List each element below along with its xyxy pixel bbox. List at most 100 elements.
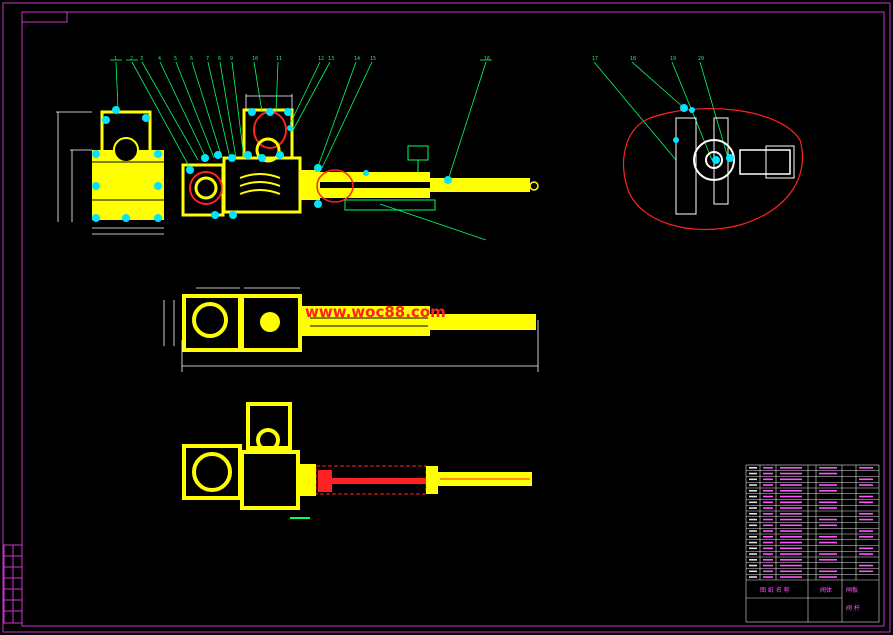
parts-list-entry-mark [763,490,773,492]
callout-number: 6 [190,56,193,62]
parts-list-entry-mark [763,547,773,550]
parts-list-entry-mark [749,536,757,538]
parts-list-entry-mark [780,564,802,567]
side-revision-table [3,544,23,624]
callout-number: 13 [328,56,334,62]
parts-list-entry-mark [749,467,757,469]
section-view [182,402,532,519]
callout-number: 11 [276,56,282,62]
parts-list-entry-mark [763,467,773,469]
parts-list-entry-mark [859,501,873,504]
parts-list-entry-mark [763,513,773,515]
parts-list-entry-mark [859,553,873,555]
top-view-stem [300,306,430,336]
parts-list-entry-mark [819,507,837,509]
parts-list-entry-mark [749,541,757,544]
parts-list-entry-mark [819,570,837,573]
parts-list-entry-mark [763,518,773,521]
parts-list-entry-mark [819,490,837,492]
callout-number: 9 [230,56,233,62]
parts-list-entry-mark [859,518,873,521]
side-view [56,106,164,235]
callout-number: 12 [318,56,324,62]
parts-list-entry-mark [780,576,802,578]
parts-list-entry-mark [859,484,873,486]
detail-view [623,104,804,231]
parts-list-entry-mark [819,536,837,538]
parts-list-entry-mark [780,559,802,561]
callout-number: 8 [218,56,221,62]
parts-list-entry-mark [780,495,802,498]
top-view: www.woc88.com [163,287,539,372]
callout-number: 17 [592,56,598,62]
parts-list-entry-mark [763,564,773,567]
top-view-dimensions [163,287,539,372]
parts-list-entry-mark [763,507,773,509]
parts-list-entry-mark [749,530,757,532]
parts-list-entry-mark [819,518,837,521]
parts-list-entry-mark [780,507,802,509]
parts-list-entry-mark [819,467,837,469]
front-view-nodes [186,108,452,219]
parts-list-entry-mark [749,576,757,578]
title-cell-1: 阀体 [820,586,832,594]
parts-list-entry-mark [749,484,757,486]
parts-list-entry-mark [749,570,757,573]
parts-list-entry-mark [780,536,802,538]
parts-list-entry-mark [780,484,802,486]
parts-list-entry-mark [749,564,757,567]
parts-list-entry-mark [859,495,873,498]
detail-view-boundary [623,107,804,231]
parts-list-table [745,464,880,623]
parts-list-entry-mark [859,513,873,515]
title-cell-4: 图 纸 名 称 [760,586,790,594]
parts-list-entry-mark [763,576,773,578]
parts-list-entry-mark [780,524,802,527]
callout-number: 16 [484,56,490,62]
parts-list-entry-mark [780,513,802,515]
callout-number: 7 [206,56,209,62]
parts-list-entry-mark [780,553,802,555]
title-block: 阀体 闸板 阀 杆 图 纸 名 称 [760,586,860,612]
parts-list-entry-mark [763,478,773,481]
parts-list-entry-mark [780,547,802,550]
parts-list-entry-mark [819,501,837,504]
front-view-actuator-rod [430,178,530,192]
parts-list-entry-mark [859,570,873,573]
parts-list-entry-mark [749,547,757,550]
parts-list-entry-mark [763,501,773,504]
parts-list-entry-mark [763,495,773,498]
parts-list-entry-mark [749,472,757,475]
parts-list-entry-mark [819,541,837,544]
title-cell-2: 闸板 [846,586,858,594]
parts-list-entry-mark [859,478,873,481]
section-view-piston-rod [332,478,432,484]
parts-list-entry-mark [749,518,757,521]
parts-list-entry-mark [780,501,802,504]
callout-number: 20 [698,56,704,62]
parts-list-entry-mark [763,530,773,532]
callout-number: 1 [114,56,117,62]
parts-list-entry-mark [763,524,773,527]
parts-list-entry-mark [749,524,757,527]
side-view-dimensions [56,111,164,235]
front-view-coupling [300,170,320,200]
callout-number: 2 [130,56,133,62]
parts-list-entry-mark [859,564,873,567]
parts-list-entry-mark [780,570,802,573]
parts-list-entry-mark [819,576,837,578]
callout-number: 3 [140,56,143,62]
callout-number: 18 [630,56,636,62]
parts-list-entry-mark [859,547,873,550]
side-view-bolt-nodes [92,106,162,222]
parts-list-entry-mark [749,513,757,515]
parts-list-entry-mark [819,553,837,555]
side-view-bore [113,137,139,163]
callout-number: 10 [252,56,258,62]
callout-number: 15 [370,56,376,62]
parts-list-marks [749,467,873,578]
front-view-stem-upper [320,172,430,182]
parts-list-entry-mark [749,559,757,561]
